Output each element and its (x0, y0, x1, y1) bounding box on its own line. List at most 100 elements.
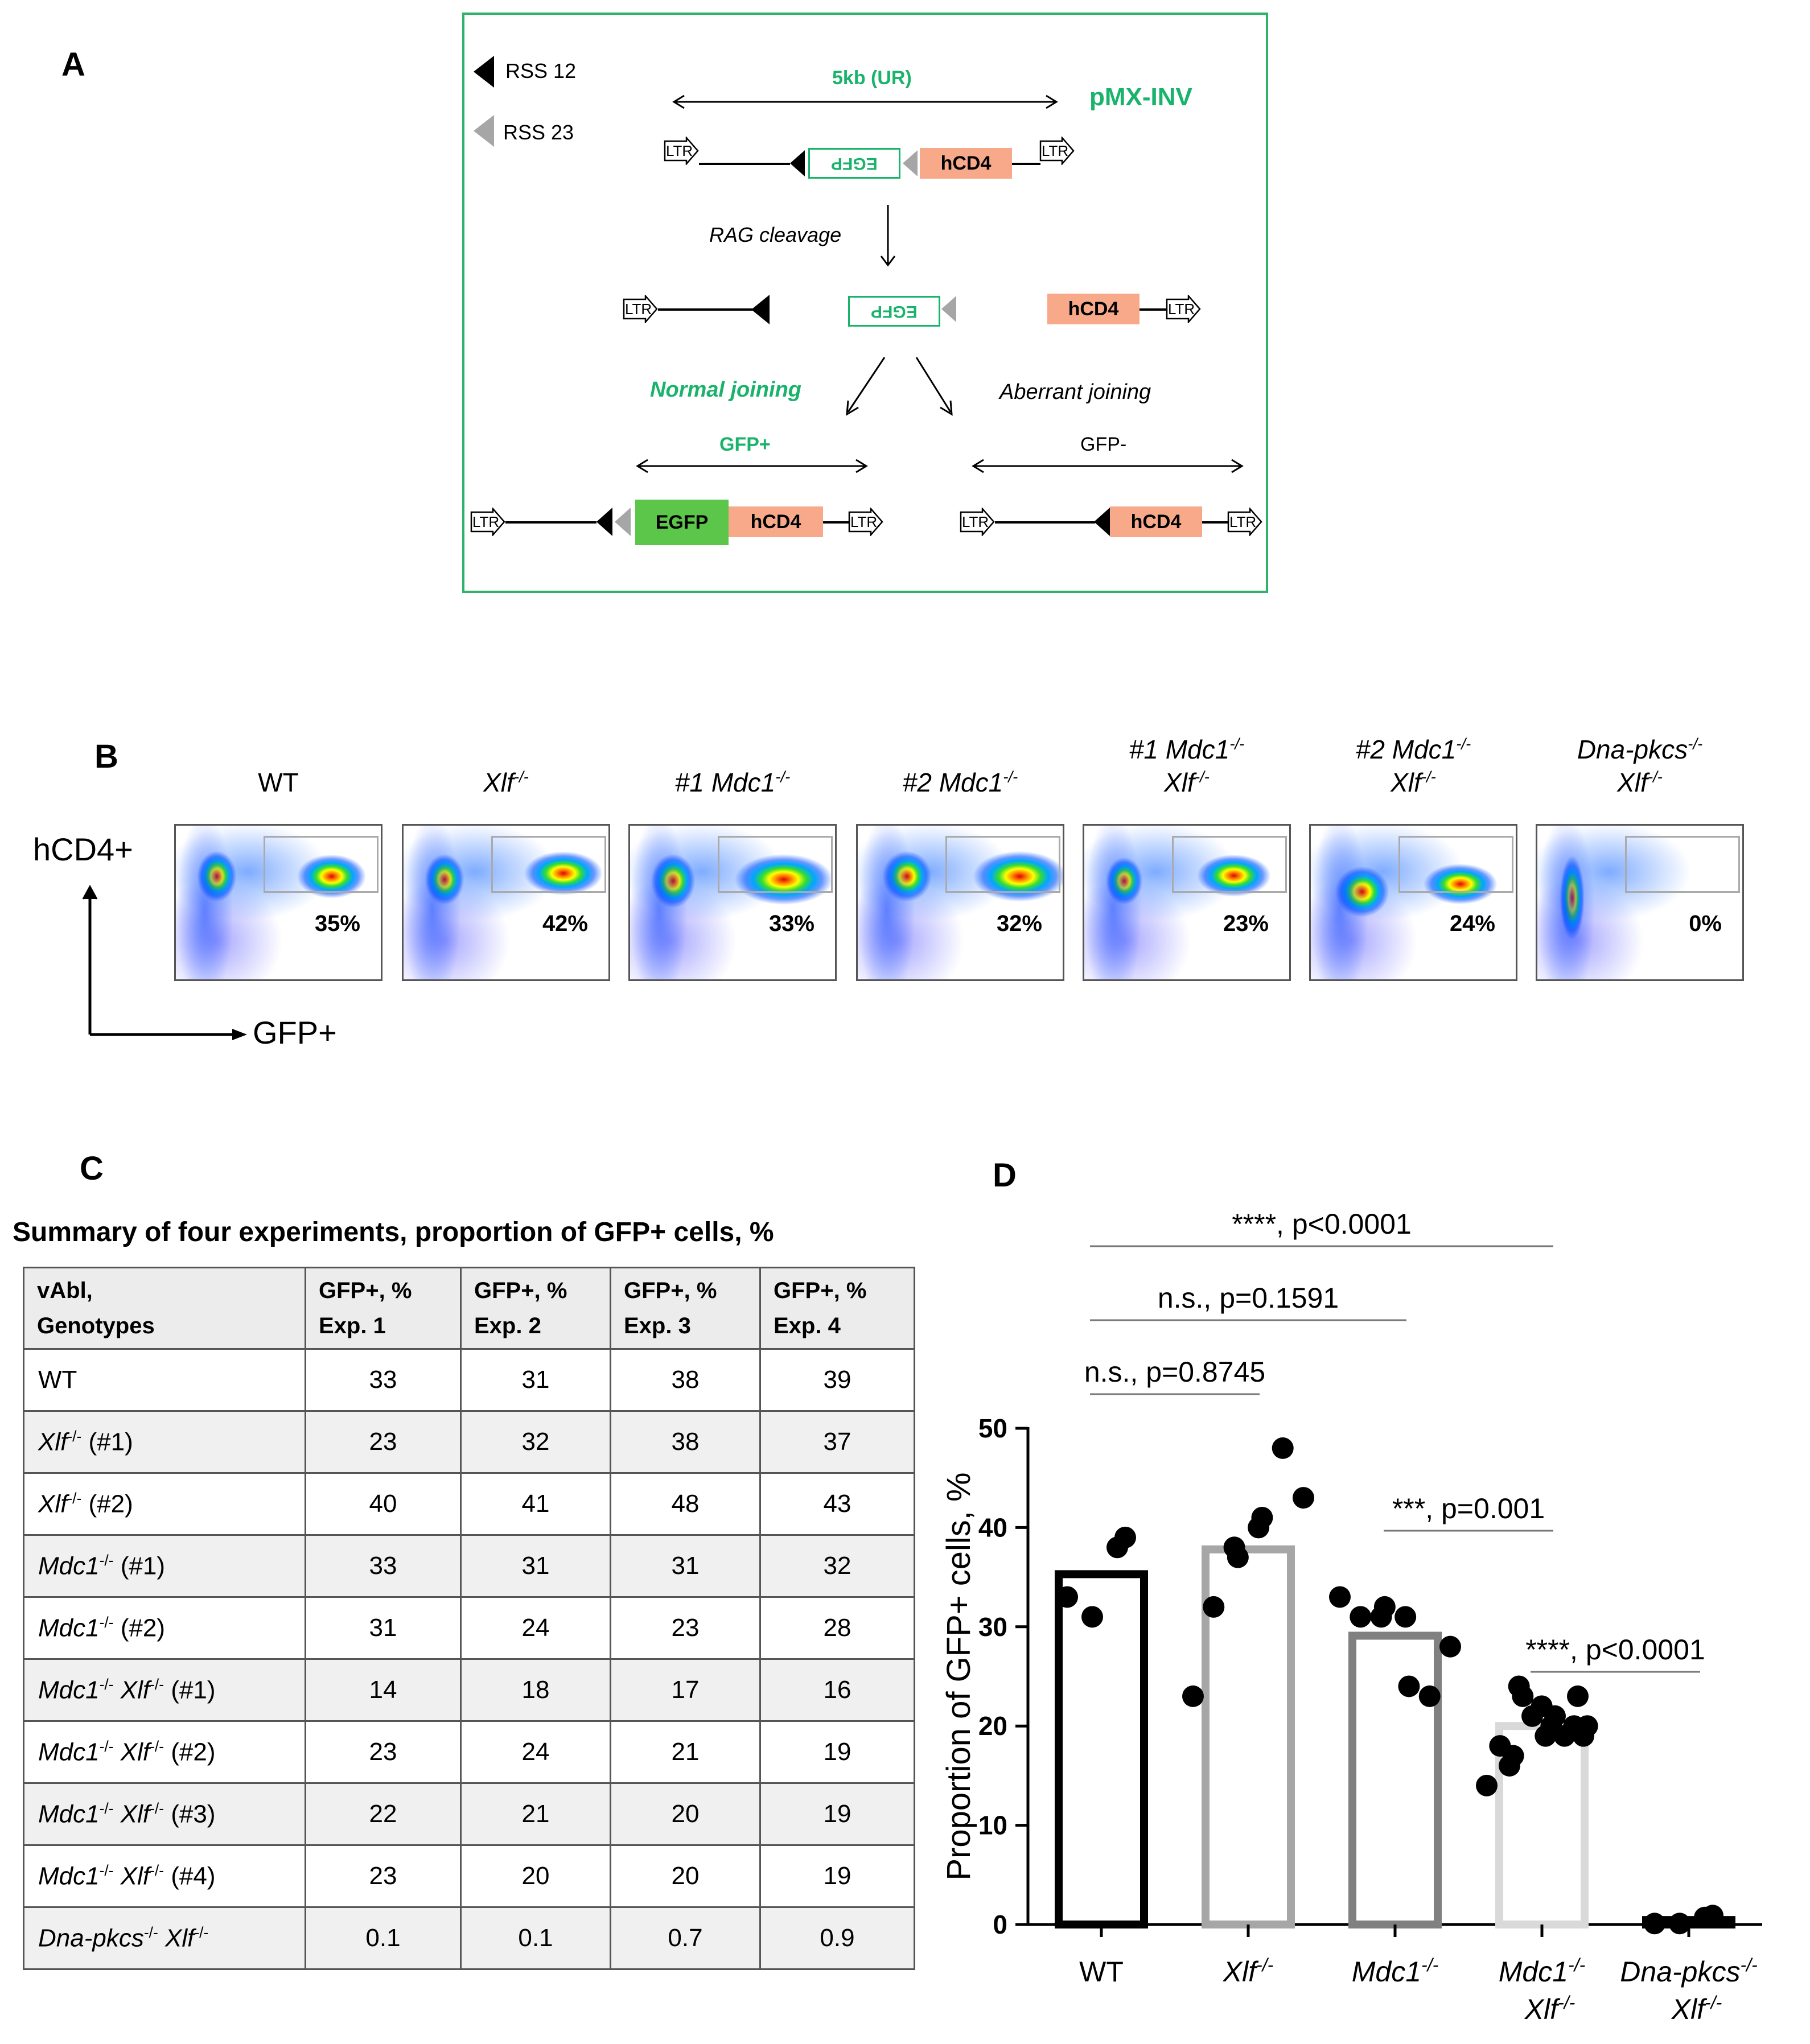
gate-rectangle (718, 836, 833, 893)
ltr-right-icon: LTR (848, 508, 883, 536)
hcd4-box: hCD4 (920, 148, 1012, 179)
gate-percentage: 24% (1449, 911, 1495, 936)
y-tick-label: 10 (978, 1811, 1007, 1840)
data-point (1439, 1635, 1461, 1658)
hcd4-box: hCD4 (729, 506, 823, 537)
value-cell: 21 (460, 1782, 611, 1846)
value-cell: 16 (759, 1658, 915, 1722)
comparison-label: n.s., p=0.1591 (1158, 1282, 1339, 1314)
x-category-label: Mdc1-/- (1499, 1955, 1585, 1988)
bar (1348, 1631, 1442, 1928)
data-point (1056, 1586, 1078, 1608)
panel-b-label: B (94, 738, 118, 775)
value-cell: 23 (610, 1596, 761, 1660)
value-cell: 23 (305, 1844, 462, 1908)
legend-rss12: RSS 12 (505, 59, 577, 83)
value-cell: 24 (460, 1596, 611, 1660)
value-cell: 23 (305, 1720, 462, 1784)
data-point (1499, 1754, 1520, 1777)
comparison-label: ***, p=0.001 (1392, 1493, 1545, 1524)
flow-plot-label: #2 Mdc1-/-Xlf-/- (1355, 735, 1471, 797)
value-cell: 0.9 (759, 1906, 915, 1970)
y-tick-label: 0 (993, 1910, 1007, 1939)
x-category-label: Mdc1-/- (1352, 1955, 1438, 1988)
backbone-line (995, 521, 1095, 524)
comparison-label: ****, p<0.0001 (1525, 1634, 1705, 1666)
flow-cytometry-plot: 33% (628, 824, 837, 981)
hcd4-box: hCD4 (1110, 506, 1202, 537)
flow-cytometry-plot: 24% (1309, 824, 1517, 981)
table-header-cell: GFP+, % Exp. 1 (305, 1267, 462, 1350)
bar (1055, 1570, 1148, 1928)
arrow-down-icon (880, 205, 896, 267)
panel-c-label: C (80, 1150, 104, 1187)
construct-name: pMX-INV (1089, 83, 1192, 111)
flow-plot-label: #2 Mdc1-/- (902, 768, 1018, 797)
span-5kb-arrow (672, 94, 1058, 109)
x-category-label: Xlf-/- (1223, 1955, 1274, 1988)
data-point (1476, 1774, 1498, 1796)
value-cell: 21 (610, 1720, 761, 1784)
rss12-icon (597, 508, 612, 536)
gate-rectangle (264, 836, 379, 893)
backbone-line (699, 163, 790, 165)
value-cell: 31 (305, 1596, 462, 1660)
b-y-axis-label: hCD4+ (33, 831, 133, 867)
value-cell: 37 (759, 1410, 915, 1474)
data-point (1644, 1913, 1665, 1935)
genotype-cell: Xlf-/- (#1) (23, 1410, 306, 1474)
value-cell: 14 (305, 1658, 462, 1722)
panel-d-label: D (993, 1157, 1017, 1194)
value-cell: 17 (610, 1658, 761, 1722)
value-cell: 20 (610, 1844, 761, 1908)
data-point (1394, 1606, 1417, 1628)
gfp-pos-span (636, 459, 868, 473)
data-point (1398, 1675, 1420, 1697)
gate-rectangle (1625, 836, 1740, 893)
normal-joining-label: Normal joining (650, 378, 801, 402)
table-title: Summary of four experiments, proportion … (13, 1217, 774, 1247)
data-point (1272, 1437, 1294, 1459)
gate-rectangle (945, 836, 1060, 893)
value-cell: 24 (460, 1720, 611, 1784)
x-category-label: Xlf-/- (1671, 1992, 1722, 2025)
value-cell: 18 (460, 1658, 611, 1722)
rss23-icon (903, 150, 918, 176)
value-cell: 31 (610, 1534, 761, 1598)
panel-a-frame (462, 13, 1268, 593)
data-point (1702, 1905, 1723, 1927)
value-cell: 28 (759, 1596, 915, 1660)
egfp-inverted-box: EGFP (808, 148, 900, 179)
genotype-cell: Mdc1-/- Xlf-/- (#2) (23, 1720, 306, 1784)
value-cell: 38 (610, 1348, 761, 1412)
genotype-cell: Mdc1-/- (#2) (23, 1596, 306, 1660)
value-cell: 31 (460, 1348, 611, 1412)
gate-percentage: 33% (768, 911, 814, 936)
value-cell: 22 (305, 1782, 462, 1846)
flow-plot-label: Xlf-/- (483, 768, 529, 797)
value-cell: 0.1 (305, 1906, 462, 1970)
genotype-cell: Dna-pkcs-/- Xlf-/- (23, 1906, 306, 1970)
data-point (1418, 1685, 1441, 1707)
gate-percentage: 0% (1689, 911, 1722, 936)
data-point (1373, 1596, 1396, 1618)
table-header-cell: vAbl, Genotypes (23, 1267, 306, 1350)
egfp-box: EGFP (635, 500, 729, 545)
ltr-left-icon: LTR (960, 508, 995, 536)
rss23-triangle-icon (474, 115, 494, 147)
value-cell: 0.1 (460, 1906, 611, 1970)
x-category-label: Xlf-/- (1524, 1992, 1575, 2025)
gate-rectangle (1172, 836, 1287, 893)
value-cell: 41 (460, 1472, 611, 1536)
b-axes-arrows (82, 884, 247, 1040)
gate-percentage: 42% (542, 911, 588, 936)
data-point (1251, 1506, 1273, 1528)
